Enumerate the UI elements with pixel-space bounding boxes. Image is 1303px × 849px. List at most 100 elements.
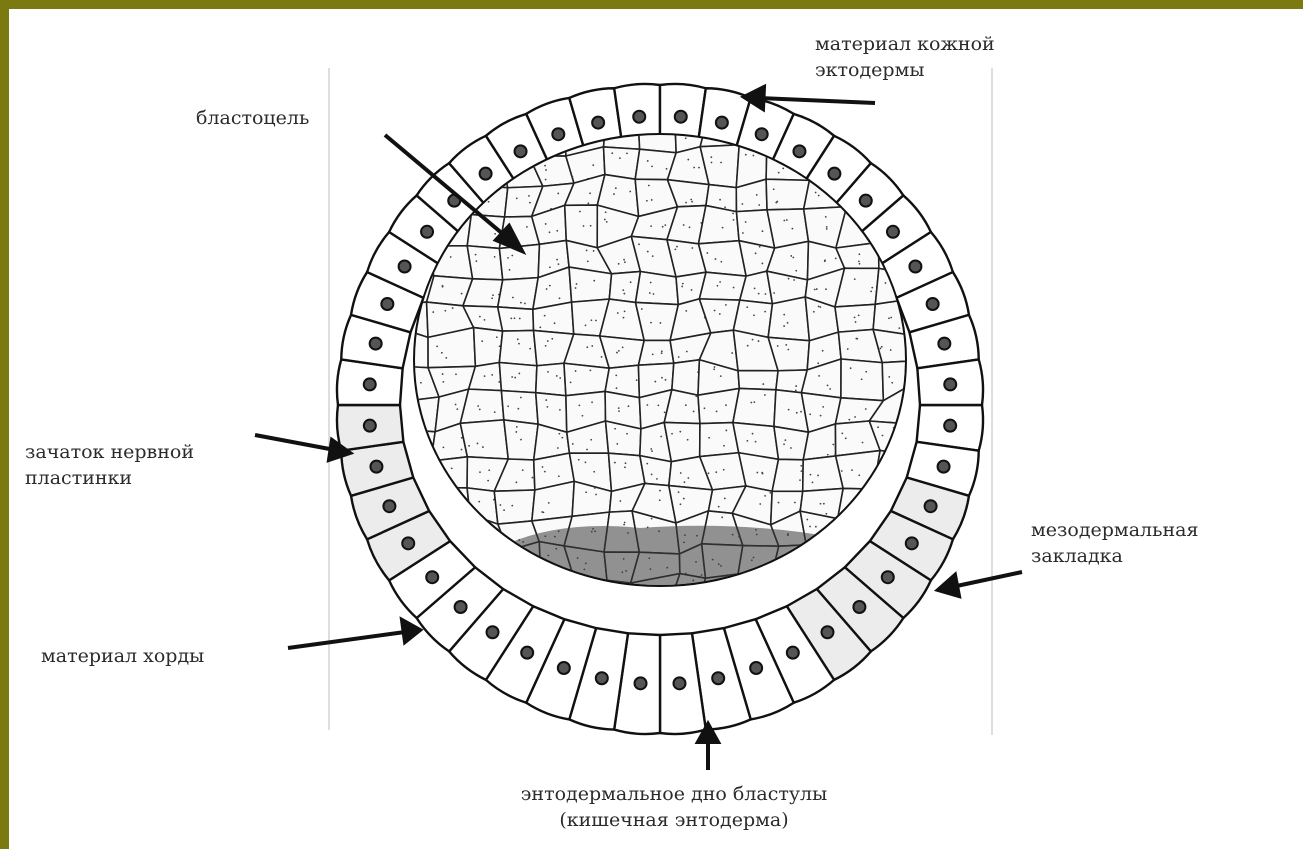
stipple-dot xyxy=(719,313,721,315)
stipple-dot xyxy=(626,433,628,435)
yolk-cell xyxy=(911,181,942,207)
cell-nucleus xyxy=(716,117,728,129)
stipple-dot xyxy=(765,293,767,295)
stipple-dot xyxy=(885,469,887,471)
stipple-dot xyxy=(417,414,419,416)
stipple-dot xyxy=(921,127,923,129)
stipple-dot xyxy=(653,293,655,295)
stipple-dot xyxy=(482,446,484,448)
stipple-dot xyxy=(829,554,831,556)
stipple-dot xyxy=(869,137,871,139)
stipple-dot xyxy=(851,469,853,471)
stipple-dot xyxy=(461,449,463,451)
stipple-dot xyxy=(652,353,654,355)
stipple-dot xyxy=(691,594,693,596)
stipple-dot xyxy=(865,371,867,373)
stipple-dot xyxy=(795,270,797,272)
stipple-dot xyxy=(547,371,549,373)
stipple-dot xyxy=(745,585,747,587)
stipple-dot xyxy=(586,250,588,252)
stipple-dot xyxy=(752,433,754,435)
cell-nucleus xyxy=(399,260,411,272)
stipple-dot xyxy=(585,462,587,464)
cell-nucleus xyxy=(938,338,950,350)
stipple-dot xyxy=(755,441,757,443)
stipple-dot xyxy=(708,472,710,474)
stipple-dot xyxy=(846,524,848,526)
stipple-dot xyxy=(651,165,653,167)
stipple-dot xyxy=(650,448,652,450)
stipple-dot xyxy=(832,444,834,446)
stipple-dot xyxy=(476,523,478,525)
stipple-dot xyxy=(549,266,551,268)
stipple-dot xyxy=(442,373,444,375)
stipple-dot xyxy=(858,474,860,476)
stipple-dot xyxy=(468,445,470,447)
stipple-dot xyxy=(793,279,795,281)
stipple-dot xyxy=(826,228,828,230)
stipple-dot xyxy=(556,375,558,377)
stipple-dot xyxy=(652,255,654,257)
stipple-dot xyxy=(788,278,790,280)
stipple-dot xyxy=(786,219,788,221)
stipple-dot xyxy=(433,505,435,507)
stipple-dot xyxy=(753,401,755,403)
stipple-dot xyxy=(664,411,666,413)
stipple-dot xyxy=(924,125,926,127)
stipple-dot xyxy=(557,193,559,195)
stipple-dot xyxy=(841,470,843,472)
stipple-dot xyxy=(824,259,826,261)
stipple-dot xyxy=(823,503,825,505)
label-neural-plate-line1: зачаток нервной xyxy=(25,439,194,465)
stipple-dot xyxy=(450,256,452,258)
stipple-dot xyxy=(476,260,478,262)
stipple-dot xyxy=(484,319,486,321)
stipple-dot xyxy=(587,202,589,204)
stipple-dot xyxy=(544,165,546,167)
stipple-dot xyxy=(752,155,754,157)
stipple-dot xyxy=(858,260,860,262)
stipple-dot xyxy=(687,477,689,479)
stipple-dot xyxy=(636,379,638,381)
stipple-dot xyxy=(491,297,493,299)
stipple-dot xyxy=(623,317,625,319)
cell-nucleus xyxy=(515,145,527,157)
yolk-cell xyxy=(835,304,875,332)
stipple-dot xyxy=(871,287,873,289)
yolk-cell xyxy=(474,328,503,367)
stipple-dot xyxy=(720,162,722,164)
stipple-dot xyxy=(695,395,697,397)
stipple-dot xyxy=(882,435,884,437)
stipple-dot xyxy=(725,304,727,306)
cell-nucleus xyxy=(381,298,393,310)
cell-nucleus xyxy=(909,260,921,272)
stipple-dot xyxy=(862,442,864,444)
stipple-dot xyxy=(429,501,431,503)
cell-nucleus xyxy=(787,647,799,659)
stipple-dot xyxy=(522,469,524,471)
stipple-dot xyxy=(795,385,797,387)
cell-nucleus xyxy=(821,626,833,638)
stipple-dot xyxy=(616,443,618,445)
stipple-dot xyxy=(439,123,441,125)
stipple-dot xyxy=(796,412,798,414)
stipple-dot xyxy=(614,462,616,464)
stipple-dot xyxy=(520,302,522,304)
stipple-dot xyxy=(741,203,743,205)
stipple-dot xyxy=(825,216,827,218)
stipple-dot xyxy=(450,127,452,129)
stipple-dot xyxy=(913,401,915,403)
cell-nucleus xyxy=(712,672,724,684)
stipple-dot xyxy=(420,382,422,384)
stipple-dot xyxy=(718,506,720,508)
stipple-dot xyxy=(481,340,483,342)
stipple-dot xyxy=(520,397,522,399)
stipple-dot xyxy=(919,167,921,169)
stipple-dot xyxy=(559,409,561,411)
stipple-dot xyxy=(419,451,421,453)
stipple-dot xyxy=(746,306,748,308)
stipple-dot xyxy=(686,351,688,353)
stipple-dot xyxy=(484,375,486,377)
stipple-dot xyxy=(826,226,828,228)
stipple-dot xyxy=(664,224,666,226)
